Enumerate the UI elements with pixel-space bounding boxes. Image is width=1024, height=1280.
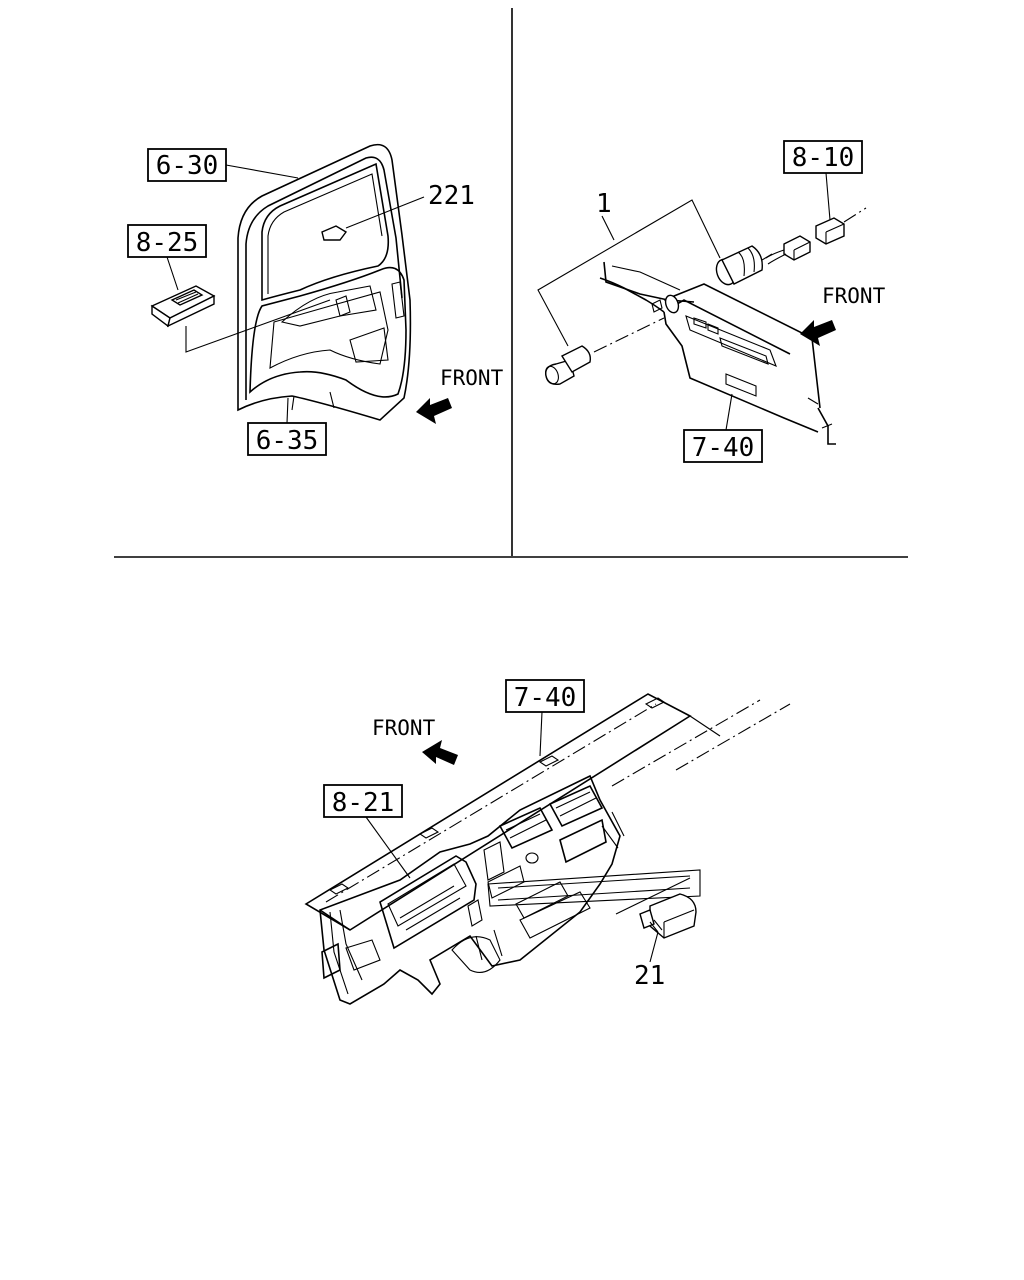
leader-21	[649, 931, 659, 963]
ref-box-7-40-top	[683, 429, 763, 463]
knob-axis-line	[593, 317, 665, 353]
ref-box-7-40-bottom	[505, 679, 585, 713]
leader-7-40-bottom	[539, 711, 543, 757]
front-label-bottom: FRONT	[372, 716, 436, 740]
harness-connector	[765, 207, 867, 265]
front-label-top-left: FRONT	[440, 366, 504, 390]
leader-1	[601, 215, 615, 241]
part-21-install-line	[615, 877, 691, 915]
part-221-clip	[321, 225, 348, 241]
window-switch-part	[150, 285, 216, 328]
ref-box-8-21	[323, 784, 403, 818]
leader-8-25	[166, 256, 179, 291]
door-illustration	[237, 143, 412, 421]
leader-6-30	[225, 164, 299, 179]
front-arrow-top-left	[416, 398, 452, 424]
lighter-knob-part	[545, 345, 592, 386]
ref-box-6-35	[247, 422, 327, 456]
part-number-21: 21	[634, 961, 665, 991]
ref-label-8-21: 8-21	[332, 788, 395, 818]
leader-221	[345, 196, 425, 229]
socket-part	[715, 245, 773, 286]
dashboard-illustration	[304, 693, 791, 1005]
part-number-1: 1	[596, 189, 612, 219]
ref-box-8-25	[127, 224, 207, 258]
leader-8-21	[365, 816, 411, 879]
front-label-top-right: FRONT	[822, 284, 886, 308]
ref-label-7-40-bottom: 7-40	[514, 683, 577, 713]
dash-panel-part	[599, 261, 836, 445]
switch-install-line	[185, 299, 331, 353]
leader-6-35	[286, 397, 289, 424]
ref-label-8-25: 8-25	[136, 228, 199, 258]
front-arrow-top-right	[800, 320, 836, 346]
ref-label-6-30: 6-30	[156, 151, 219, 181]
part-number-221: 221	[428, 181, 475, 211]
ref-label-6-35: 6-35	[256, 426, 319, 456]
ref-label-7-40-top: 7-40	[692, 433, 755, 463]
ref-box-8-10	[783, 140, 863, 174]
leader-8-10	[825, 172, 831, 221]
part-21-switch	[639, 893, 697, 939]
leader-7-40-top	[725, 393, 733, 431]
front-arrow-bottom	[422, 740, 458, 765]
ref-label-8-10: 8-10	[792, 143, 855, 173]
bracket-1	[537, 199, 721, 347]
